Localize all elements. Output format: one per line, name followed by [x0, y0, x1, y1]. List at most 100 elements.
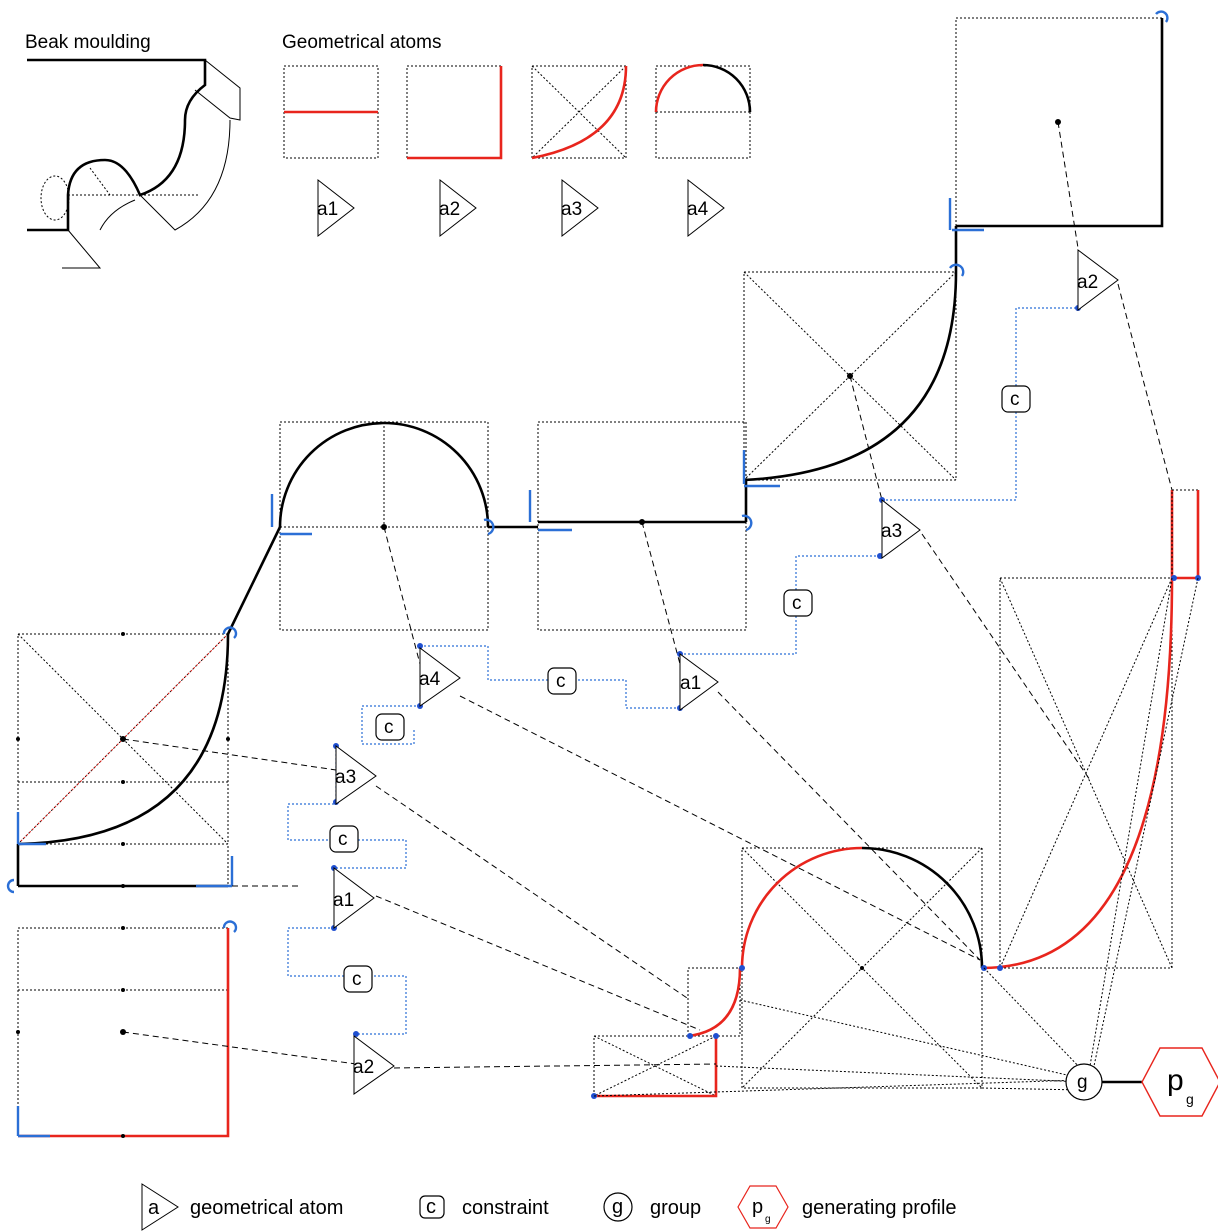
- legend-profile-sub: g: [765, 1214, 771, 1225]
- atom-symbol-a3: a3: [561, 178, 599, 238]
- net-a2-upper: a2: [1077, 249, 1119, 311]
- svg-text:c: c: [384, 717, 394, 738]
- legend-constraint-icon: [419, 1195, 445, 1219]
- atom3-diagonals: [531, 65, 627, 159]
- constraint-box-2: c: [783, 589, 813, 617]
- atom3-red-arc: [531, 65, 628, 160]
- net-a3-left: a3: [335, 745, 377, 805]
- svg-text:c: c: [1010, 389, 1020, 410]
- left-a1-handle: [196, 856, 234, 888]
- atom-symbol-a4: a4: [687, 178, 725, 238]
- gen-a2-diagonals: [593, 1035, 717, 1097]
- beak-moulding-title: Beak moulding: [25, 32, 151, 53]
- atom-a1-label: a1: [317, 199, 338, 220]
- left-a3-arc: [17, 633, 230, 846]
- legend-group-icon: [603, 1192, 633, 1222]
- gen-a3b-frame: [999, 577, 1173, 969]
- svg-text:p: p: [1167, 1064, 1184, 1097]
- svg-text:g: g: [1077, 1072, 1088, 1093]
- left-atom-column: [6, 526, 282, 1138]
- geometrical-atoms-title: Geometrical atoms: [282, 32, 441, 53]
- atom4-red-arc: [654, 63, 704, 113]
- atom-a2-label: a2: [439, 199, 460, 220]
- net-a2-left: a2: [353, 1035, 395, 1095]
- net-a1-left-label: a1: [333, 890, 354, 911]
- beak-construction-lines: [68, 167, 200, 196]
- atom-a4-label: a4: [687, 199, 709, 220]
- upper-a2-handle: [948, 198, 984, 232]
- gen-a3b-diagonals: [999, 577, 1173, 969]
- left-a2-end-hook: [222, 920, 238, 933]
- group-links: [593, 577, 1199, 1097]
- constraint-boxes: c c c c c c: [329, 385, 1031, 993]
- legend-profile-icon: [737, 1185, 789, 1229]
- net-a1-left: a1: [333, 867, 375, 929]
- atom-a3-label: a3: [561, 199, 582, 220]
- legend-atom-text: geometrical atom: [190, 1197, 343, 1219]
- left-a1-start-hook: [6, 878, 15, 894]
- net-a3-upper-label: a3: [881, 521, 902, 542]
- mid-a4-end-hook: [483, 518, 495, 536]
- legend-constraint-symbol: c: [426, 1196, 436, 1218]
- legend-constraint-text: constraint: [462, 1197, 549, 1219]
- left-a1-frame: [17, 843, 229, 887]
- net-a3-left-label: a3: [335, 767, 356, 788]
- upper-a3-arc: [743, 271, 958, 482]
- mid-a4-arc: [278, 421, 490, 528]
- constraint-box-1: c: [547, 667, 577, 695]
- upper-right-atoms: [742, 10, 1169, 488]
- gen-a2-corner: [594, 1036, 718, 1098]
- gen-a1-corner: [1172, 490, 1200, 580]
- left-a3-handle: [16, 812, 46, 846]
- atom3-frame: [531, 65, 627, 159]
- middle-atom-row: [270, 421, 753, 631]
- mid-a1-handle: [528, 490, 572, 532]
- atom-symbol-a1: a1: [317, 178, 355, 238]
- constraint-box-4: c: [375, 713, 405, 741]
- legend-profile-symbol: p: [752, 1196, 763, 1218]
- left-a2-corner: [18, 928, 230, 1138]
- legend-profile-text: generating profile: [802, 1197, 957, 1219]
- beak-profile-outline: [27, 58, 207, 232]
- svg-text:c: c: [352, 969, 362, 990]
- beak-moulding-illustration: Beak moulding: [25, 32, 241, 269]
- net-a2-upper-label: a2: [1077, 272, 1098, 293]
- beak-3d-curve: [139, 119, 231, 231]
- net-a4: a4: [419, 647, 461, 707]
- legend-group-text: group: [650, 1197, 701, 1219]
- left-to-a4-connector: [226, 526, 282, 635]
- group-node: g: [1065, 1063, 1103, 1101]
- dependency-links: [122, 121, 1199, 1097]
- mid-a1-end-hook: [741, 514, 753, 532]
- atom2-red-corner: [407, 66, 503, 160]
- legend-group-symbol: g: [612, 1196, 623, 1218]
- net-a2-left-label: a2: [353, 1057, 374, 1078]
- beak-detail-ellipse: [40, 175, 70, 221]
- gen-a4-red-arc: [740, 846, 863, 969]
- gen-a3-arc: [687, 967, 742, 1038]
- constraint-box-3: c: [1001, 385, 1031, 413]
- legend-atom-symbol: a: [148, 1197, 160, 1219]
- net-a1-mid-label: a1: [680, 673, 701, 694]
- generated-profile: [591, 489, 1201, 1099]
- atom4-black-arc: [702, 63, 752, 113]
- net-a3-upper: a3: [881, 498, 921, 559]
- gen-a1-frame: [1171, 489, 1199, 579]
- svg-text:c: c: [792, 593, 802, 614]
- upper-a3-end-hook: [949, 263, 965, 277]
- upper-a2-corner: [956, 18, 1164, 228]
- network-atoms: a4 a1 a3 a2 a3 a1 a2: [333, 249, 1119, 1095]
- net-a4-label: a4: [419, 669, 441, 690]
- upper-a3-frame: [743, 271, 957, 481]
- svg-text:c: c: [338, 829, 348, 850]
- svg-text:c: c: [556, 671, 566, 692]
- profile-node: p g: [1141, 1047, 1218, 1117]
- constraint-box-6: c: [343, 965, 373, 993]
- left-a3-end-hook: [222, 626, 238, 639]
- gen-a3-frame: [687, 967, 741, 1037]
- gen-a3b-arc: [981, 490, 1174, 970]
- upper-a2-end-hook: [1155, 10, 1169, 23]
- beak-3d-base: [62, 199, 136, 269]
- constraint-box-5: c: [329, 825, 359, 853]
